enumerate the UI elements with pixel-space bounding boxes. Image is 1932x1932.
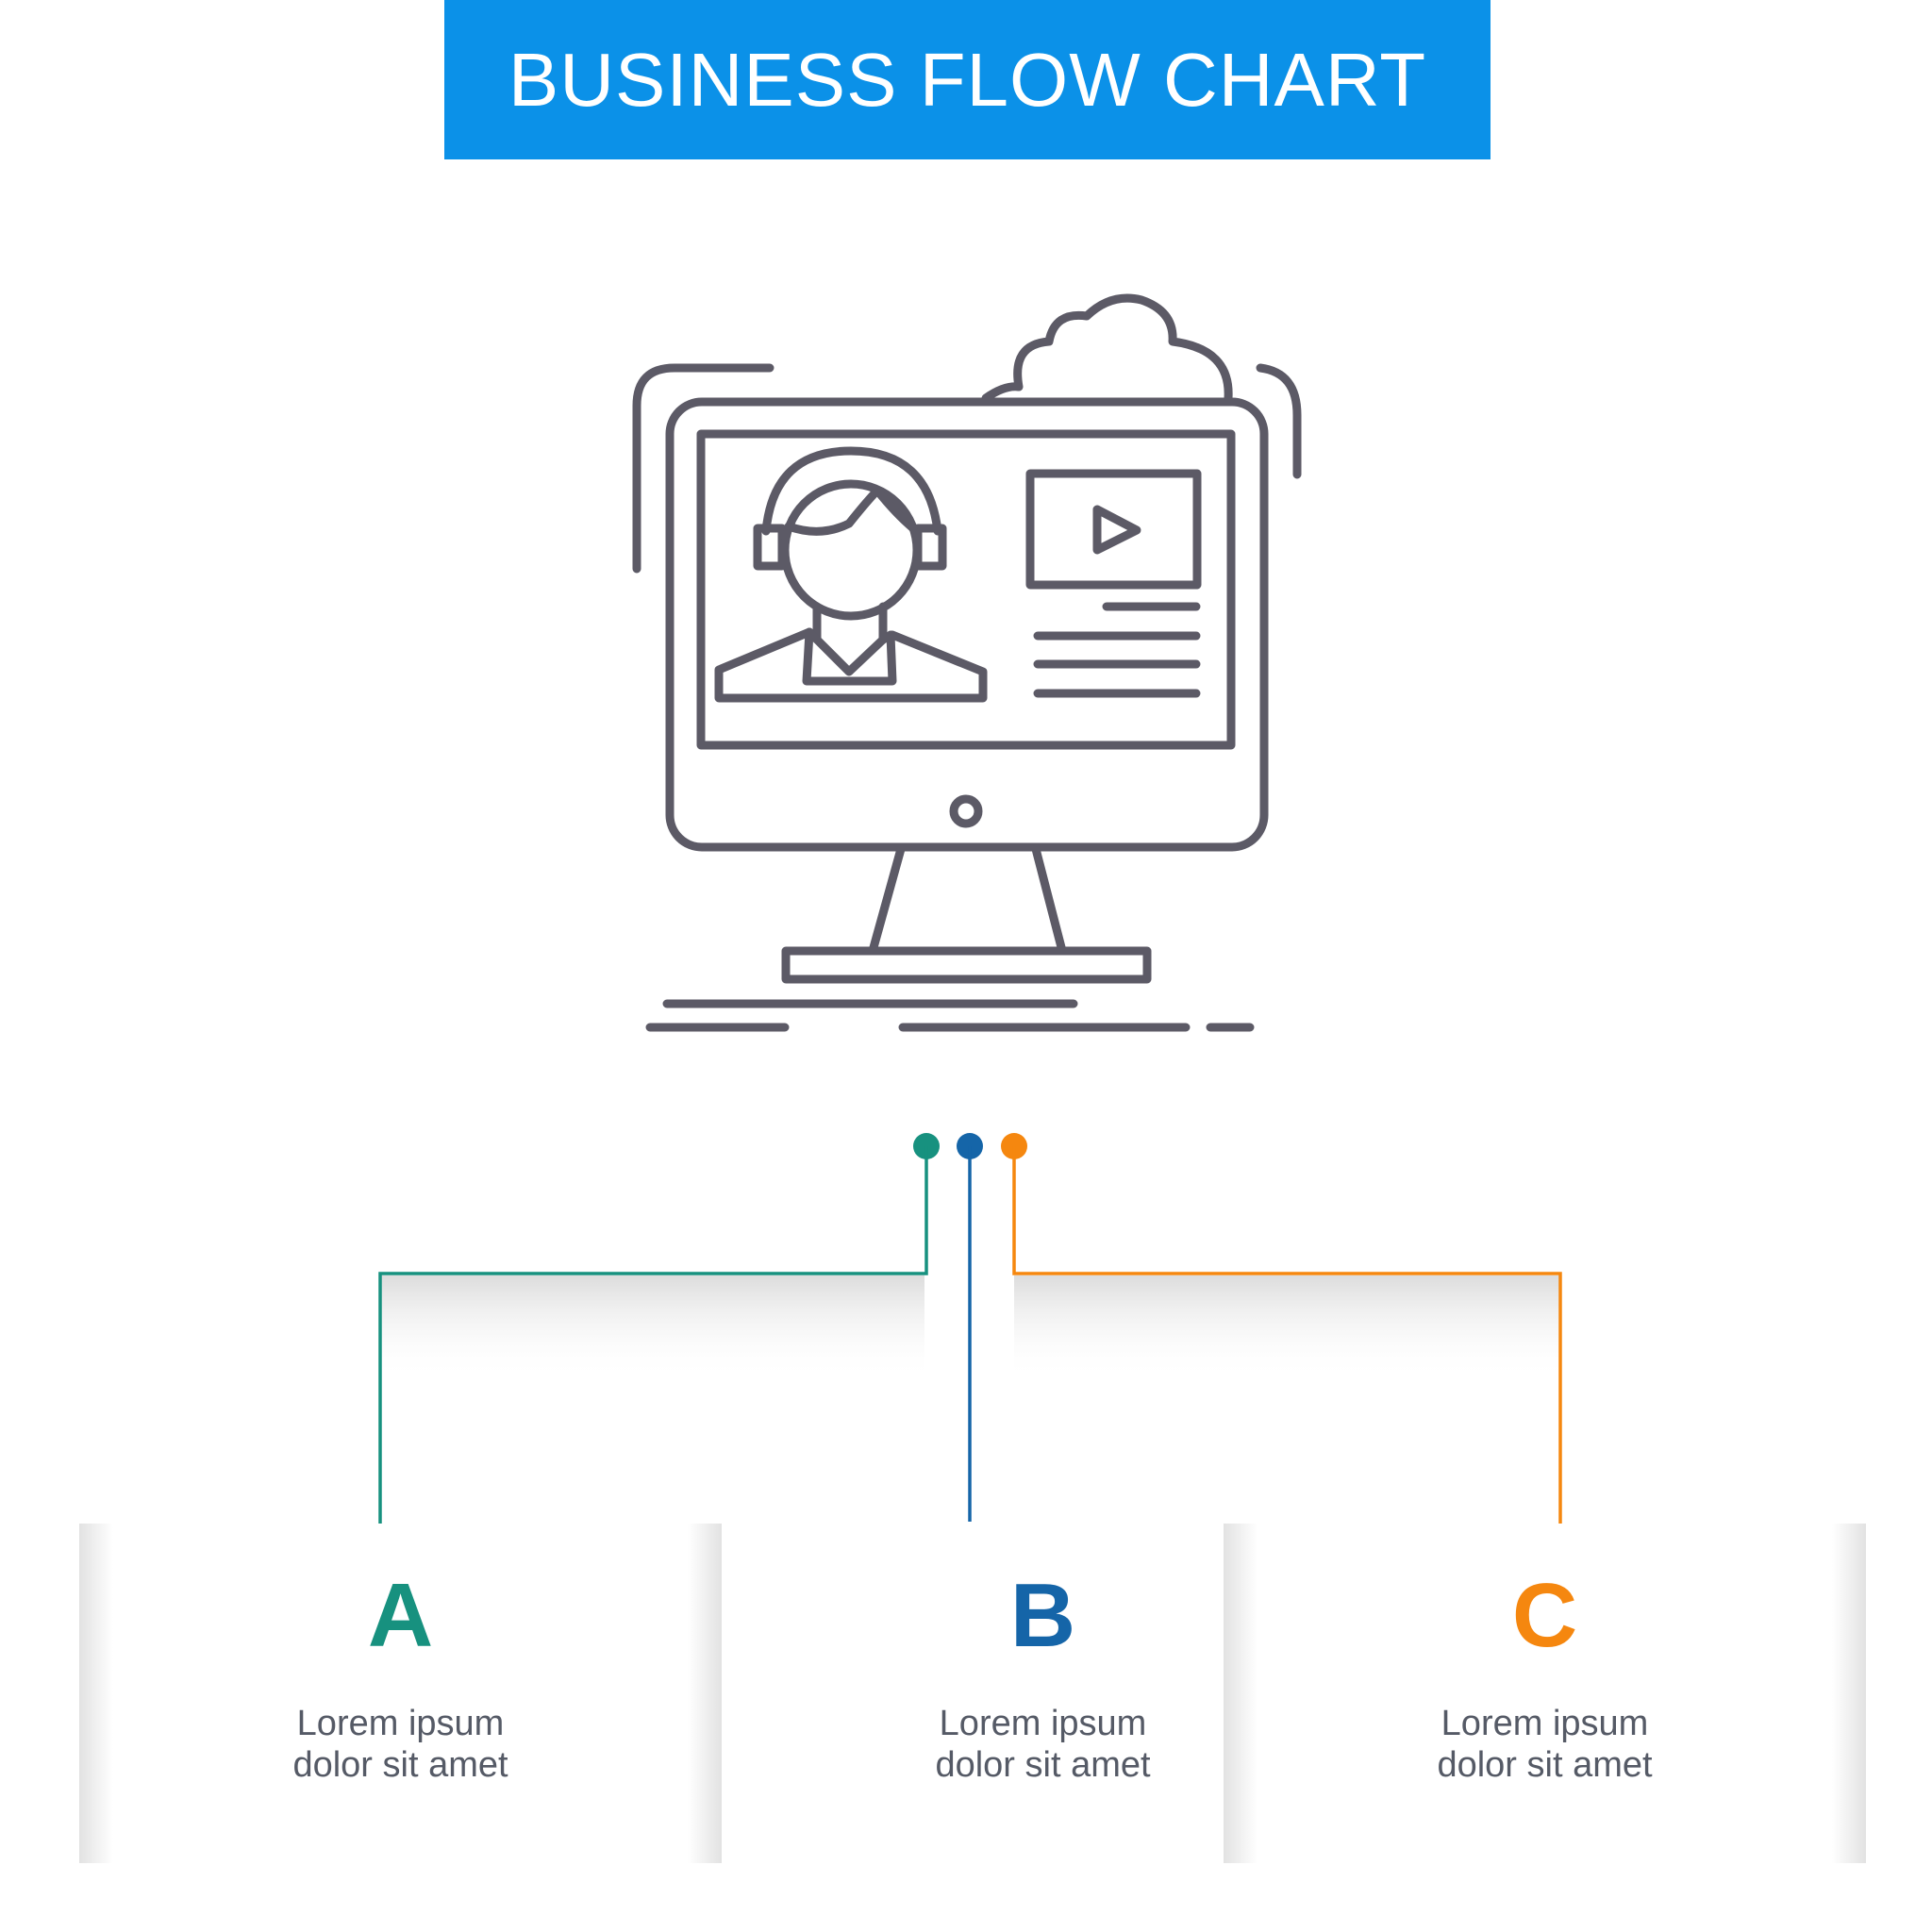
connector-shadow-c (1014, 1275, 1559, 1379)
monitor-stand (868, 844, 1067, 956)
step-description-line: dolor sit amet (292, 1745, 508, 1785)
step-letter-b: B (1009, 1565, 1076, 1666)
video-player (1025, 469, 1202, 590)
step-description-line: Lorem ipsum (1441, 1704, 1649, 1743)
person-neck (812, 602, 888, 676)
card-shade (1224, 1524, 1257, 1863)
ground-lines (645, 999, 1255, 1032)
step-description-line: Lorem ipsum (939, 1704, 1147, 1743)
step-description-line: Lorem ipsum (296, 1704, 505, 1743)
step-description-c: Lorem ipsum dolor sit amet (1224, 1703, 1866, 1786)
online-video-tutorial-monitor-icon (632, 293, 1302, 1032)
headphone-right (913, 524, 947, 571)
step-description-a: Lorem ipsum dolor sit amet (79, 1703, 722, 1786)
step-letter-a: A (367, 1565, 434, 1666)
headphone-band (761, 446, 942, 536)
card-shade (79, 1524, 113, 1863)
play-icon (1092, 505, 1141, 555)
step-description-b: Lorem ipsum dolor sit amet (722, 1703, 1364, 1786)
headphone-left (753, 524, 787, 571)
step-card-a: A Lorem ipsum dolor sit amet (79, 1524, 722, 1863)
person-collar (802, 627, 897, 686)
person-hair (784, 486, 918, 536)
card-shade (688, 1524, 722, 1863)
step-card-c: C Lorem ipsum dolor sit amet (1224, 1524, 1866, 1863)
connector-shadow-a (380, 1275, 924, 1379)
page-title: BUSINESS FLOW CHART (508, 37, 1427, 122)
frame-line-left (632, 363, 774, 574)
cloud-icon (981, 293, 1233, 403)
screen-text-lines (1033, 602, 1201, 698)
person-shoulders (714, 627, 988, 703)
card-shade (1832, 1524, 1866, 1863)
step-description-line: dolor sit amet (1437, 1745, 1653, 1785)
step-letter-c: C (1511, 1565, 1578, 1666)
connector-line-a (378, 1146, 928, 1541)
step-description-line: dolor sit amet (935, 1745, 1151, 1785)
power-button-icon (949, 794, 983, 828)
frame-line-right (1256, 363, 1302, 479)
monitor-screen (696, 429, 1236, 750)
monitor-base (781, 946, 1152, 984)
connector-line-c (1012, 1146, 1562, 1541)
person-head (780, 479, 922, 621)
monitor-body (665, 397, 1269, 852)
header-banner: BUSINESS FLOW CHART (444, 0, 1491, 159)
